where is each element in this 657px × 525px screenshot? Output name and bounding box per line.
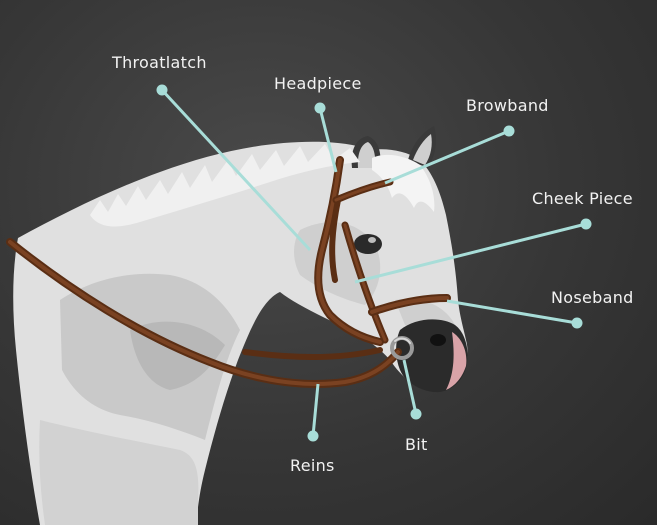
label-reins: Reins — [290, 456, 335, 475]
label-bit: Bit — [405, 435, 428, 454]
label-browband: Browband — [466, 96, 549, 115]
label-cheek-piece: Cheek Piece — [532, 189, 633, 208]
label-noseband: Noseband — [551, 288, 634, 307]
reins-strap-upper — [245, 350, 380, 357]
nostril — [430, 334, 446, 346]
eye-highlight — [368, 237, 376, 243]
label-throatlatch: Throatlatch — [112, 53, 207, 72]
bit-dot — [411, 409, 422, 420]
noseband-dot — [572, 318, 583, 329]
reins-dot — [308, 431, 319, 442]
headpiece-dot — [315, 103, 326, 114]
cheek-piece-dot — [581, 219, 592, 230]
horse-eye — [354, 234, 382, 254]
label-headpiece: Headpiece — [274, 74, 362, 93]
reins-leader-line — [313, 384, 318, 436]
throatlatch-dot — [157, 85, 168, 96]
browband-dot — [504, 126, 515, 137]
horse-head-illustration — [13, 126, 467, 525]
